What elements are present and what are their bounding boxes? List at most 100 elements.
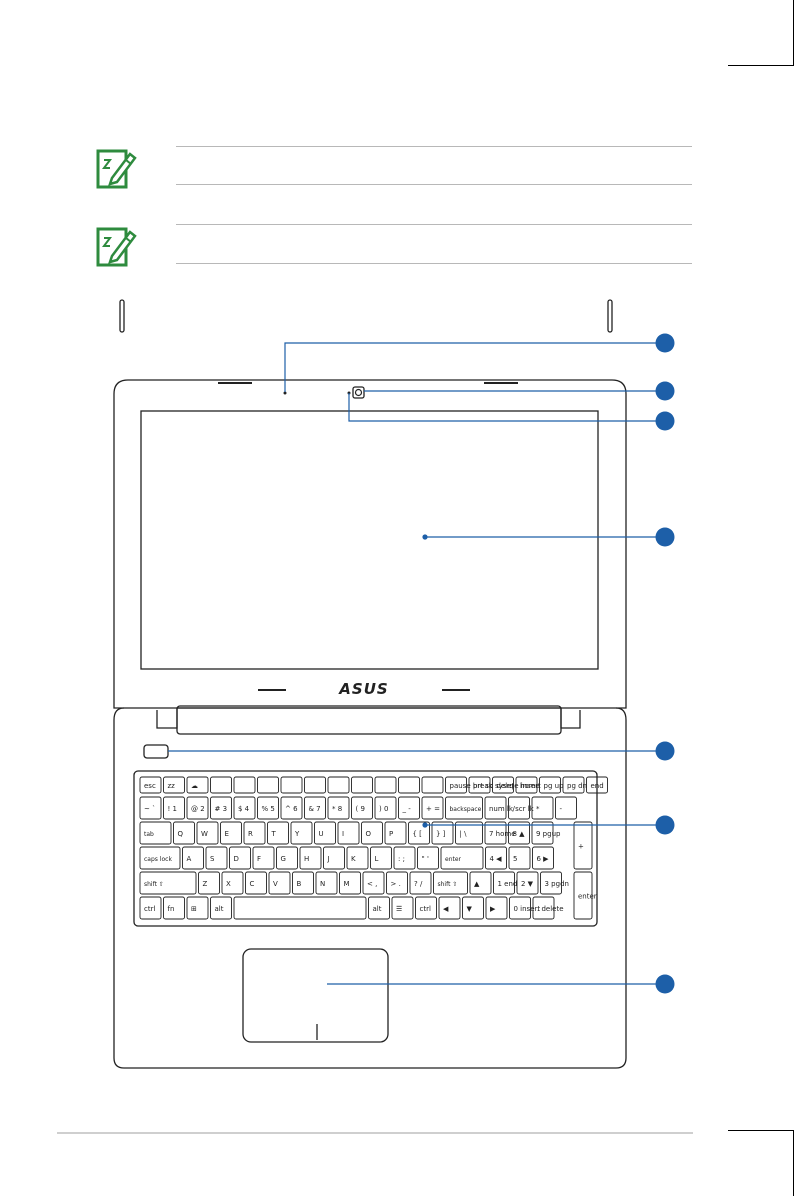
keyboard-key-label: pg dn	[567, 782, 587, 790]
keyboard-key-label: enter	[445, 856, 462, 863]
keyboard-key-label: esc	[144, 782, 156, 790]
keyboard-key	[221, 871, 244, 895]
keyboard-key-label: 8 ▲	[513, 830, 526, 838]
keyboard-key	[421, 776, 444, 794]
keyboard-key	[315, 871, 338, 895]
keyboard-key	[280, 776, 303, 794]
keyboard-key	[408, 821, 430, 845]
keyboard-key-label: S	[210, 855, 215, 863]
touchpad	[242, 948, 389, 1043]
keyboard-key	[573, 821, 593, 870]
keyboard-key	[163, 776, 185, 794]
keyboard-key	[139, 821, 172, 845]
keyboard-key	[398, 796, 420, 820]
side-slit	[607, 299, 613, 333]
keyboard-key	[304, 796, 326, 820]
keyboard-key-label: J	[327, 855, 330, 863]
callout-marker-power	[655, 741, 675, 761]
note-bottom-rule	[176, 184, 692, 185]
note-pencil-icon	[96, 149, 137, 189]
keyboard-key	[586, 776, 608, 794]
keyboard-key	[468, 776, 491, 794]
keyboard-key-label: K	[351, 855, 356, 863]
keyboard-key	[210, 776, 232, 794]
keyboard-key	[229, 846, 251, 870]
keyboard-key	[292, 871, 314, 895]
keyboard-key	[339, 871, 361, 895]
keyboard-key	[182, 846, 204, 870]
hinge-bar	[176, 705, 562, 735]
keyboard-key-label: O	[366, 830, 372, 838]
keyboard-key	[139, 896, 162, 920]
keyboard-key-label: $ 4	[238, 805, 250, 813]
keyboard-key	[433, 871, 468, 895]
keyboard-key-label: & 7	[309, 805, 321, 813]
keyboard-key-label: home	[520, 782, 540, 790]
keyboard-key-label: 7 home	[489, 830, 516, 838]
keyboard-key-label: N	[320, 880, 325, 888]
keyboard-key-label: Y	[294, 830, 300, 838]
keyboard-key	[440, 846, 484, 870]
keyboard-key-label: +	[578, 843, 584, 851]
keyboard-key	[540, 871, 562, 895]
hinge	[156, 707, 581, 729]
keyboard-key	[139, 796, 162, 820]
keyboard-key	[139, 846, 181, 870]
keyboard-key	[280, 796, 303, 820]
power-button	[143, 744, 169, 759]
keyboard-key-label: ) 0	[379, 805, 388, 813]
keyboard-key	[393, 846, 416, 870]
keyboard-key	[421, 796, 444, 820]
keyboard-key-label: caps lock	[144, 856, 172, 863]
keyboard-key-label: P	[389, 830, 393, 838]
keyboard-key-label: ( 9	[356, 805, 365, 813]
keyboard-key	[384, 821, 407, 845]
keyboard-key	[508, 796, 530, 820]
keyboard-key-label: 5	[513, 855, 517, 863]
keyboard-key-label: U	[319, 830, 324, 838]
lid-outline	[113, 379, 627, 709]
keyboard-key-label: /	[513, 805, 516, 813]
keyboard-key	[362, 871, 385, 895]
keyboard-key-label: alt	[373, 905, 382, 913]
keyboard-key-label: ▲	[474, 880, 480, 888]
keyboard-key	[196, 821, 219, 845]
keyboard-key	[509, 896, 531, 920]
keyboard-key	[531, 821, 554, 845]
keyboard-key	[532, 846, 554, 870]
keyboard-key	[484, 796, 507, 820]
keyboard-key	[374, 796, 397, 820]
keyboard-key-label: W	[201, 830, 208, 838]
keyboard-key-label: ▶	[490, 905, 496, 913]
keyboard-key-label: ◀	[443, 905, 449, 913]
keyboard-key-label: pause break	[450, 782, 494, 790]
keyboard-key	[233, 796, 256, 820]
keyboard-key	[337, 821, 360, 845]
keyboard-key	[220, 821, 242, 845]
keyboard-key-label: # 3	[215, 805, 228, 813]
callout-marker-camera-indicator	[655, 411, 675, 431]
keyboard-key-label: shift ⇧	[144, 881, 164, 888]
keyboard-key	[186, 776, 209, 794]
callout-marker-display	[655, 527, 675, 547]
keyboard-key	[415, 896, 437, 920]
keyboard-key-label: delete insert	[497, 782, 541, 790]
callout-marker-touchpad	[655, 974, 675, 994]
keyboard-key	[391, 896, 414, 920]
keyboard-key	[398, 776, 420, 794]
keyboard-key	[163, 896, 185, 920]
keyboard-key	[198, 871, 220, 895]
keyboard-key-label: * 8	[332, 805, 342, 813]
keyboard-key	[445, 776, 467, 794]
keyboard-key-label: 4 ◀	[490, 855, 503, 863]
keyboard-key-label: V	[273, 880, 278, 888]
keyboard-key	[508, 846, 531, 870]
keyboard-key	[233, 896, 367, 920]
keyboard-key-label: A	[187, 855, 192, 863]
keyboard-key-label: C	[250, 880, 255, 888]
keyboard-key-label: + =	[426, 805, 440, 813]
keyboard-key-label: Z	[203, 880, 208, 888]
note-bottom-rule	[176, 263, 692, 264]
keyboard-key-label: 0 insert	[514, 905, 541, 913]
